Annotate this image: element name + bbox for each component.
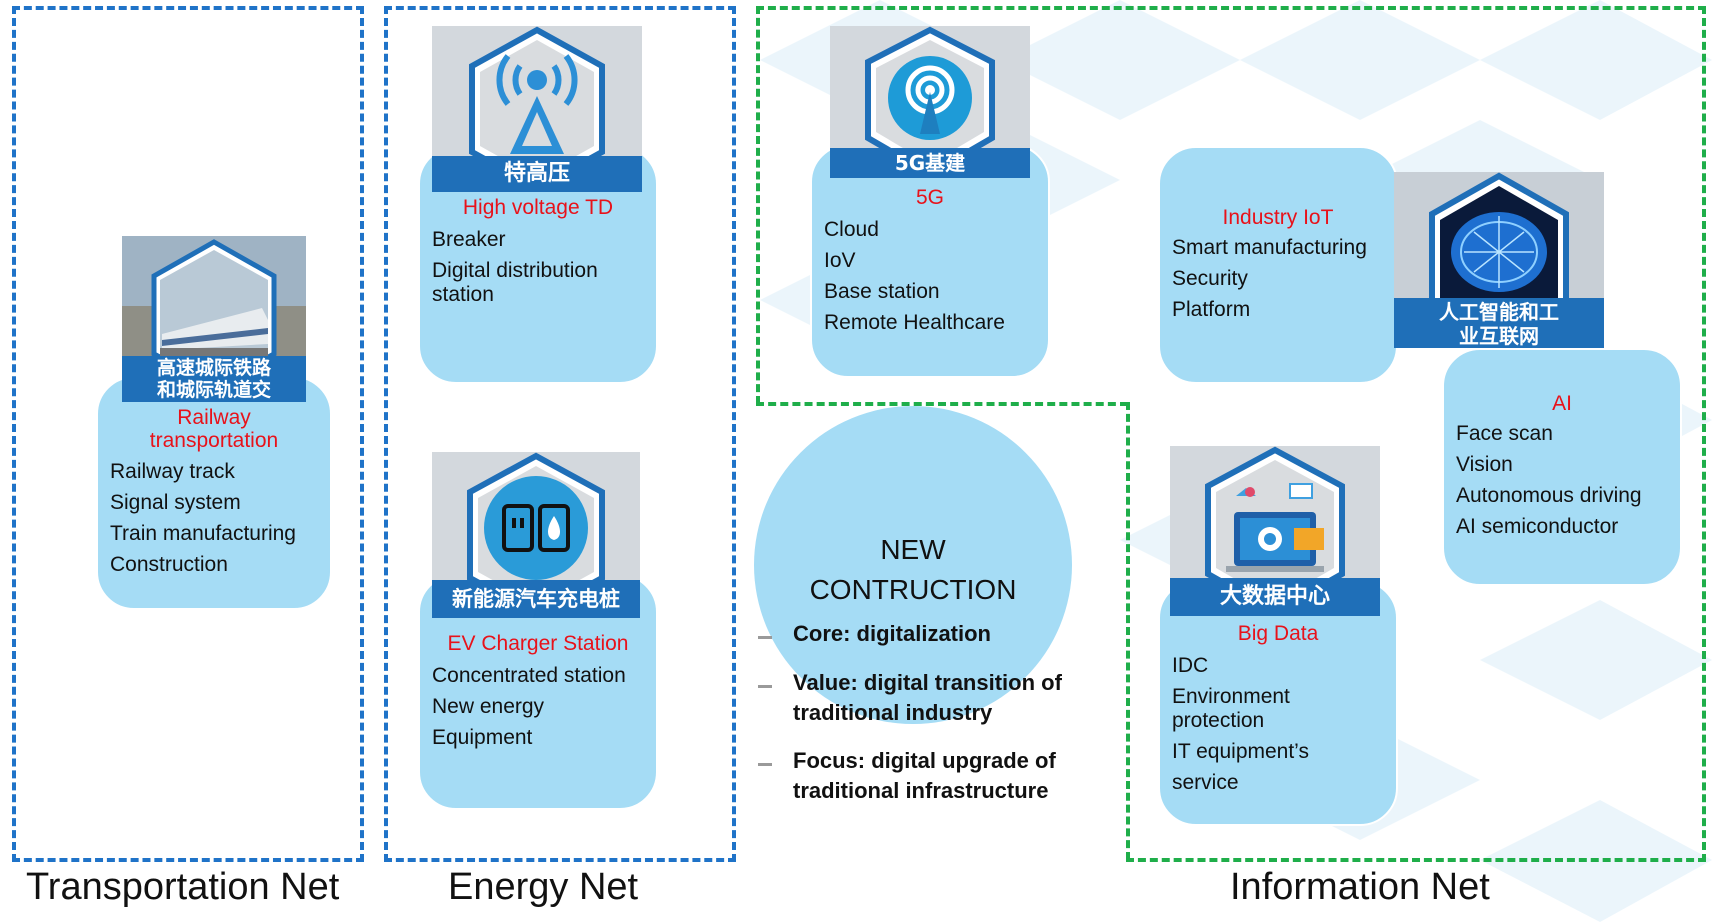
ai-items: Face scan Vision Autonomous driving AI s… [1456, 422, 1642, 546]
railway-items: Railway track Signal system Train manufa… [110, 460, 296, 584]
energy-net-label: Energy Net [448, 866, 639, 908]
ev-charger-tile-label: 新能源汽车充电桩 [432, 580, 640, 618]
list-item: Equipment [432, 726, 533, 749]
list-item: Base station [824, 280, 940, 303]
list-item: Security [1172, 267, 1248, 290]
list-item: IoV [824, 249, 856, 272]
list-item: Concentrated station [432, 664, 626, 687]
information-net-label: Information Net [1230, 866, 1490, 908]
list-item: Smart manufacturing [1172, 236, 1367, 259]
ai-tile-label: 人工智能和工业互联网 [1394, 298, 1604, 348]
list-item: service [1172, 771, 1239, 794]
ai-tile: 人工智能和工业互联网 [1394, 172, 1604, 348]
list-item: Vision [1456, 453, 1513, 476]
railway-title: Railway transportation [149, 406, 279, 452]
industry-iot-title: Industry IoT [1222, 206, 1334, 229]
bullet-arrow-icon [758, 636, 772, 639]
transportation-net-region [12, 6, 364, 862]
list-item: Digital distribution station [432, 259, 598, 306]
high-voltage-tile: 特高压 [432, 26, 642, 192]
list-item: Construction [110, 553, 228, 576]
list-item: Train manufacturing [110, 522, 296, 545]
high-voltage-title: High voltage TD [462, 196, 614, 219]
list-item: New energy [432, 695, 545, 718]
information-net-border-right [1702, 6, 1706, 862]
5g-tile: 5G基建 [830, 26, 1030, 178]
railway-tile: 高速城际铁路和城际轨道交通 [122, 236, 306, 402]
list-item: Railway track [110, 460, 235, 483]
transportation-net-bottom-line [12, 858, 364, 862]
list-item: IDC [1172, 654, 1209, 677]
information-net-border-bottom [1126, 858, 1706, 862]
big-data-title: Big Data [1237, 622, 1319, 645]
new-construction-title-line1: NEW [880, 534, 946, 565]
high-voltage-tile-label: 特高压 [432, 156, 642, 192]
bullet-arrow-icon [758, 685, 772, 688]
bullet-arrow-icon [758, 763, 772, 766]
5g-tile-label: 5G基建 [830, 148, 1030, 178]
energy-net-region [384, 6, 736, 862]
list-item: Breaker [432, 228, 506, 251]
big-data-tile-label: 大数据中心 [1170, 578, 1380, 616]
5g-title: 5G [915, 186, 944, 209]
center-point-core: Core: digitalization [793, 621, 991, 646]
transportation-net-label: Transportation Net [26, 866, 340, 908]
center-point-value: Value: digital transition of traditional… [793, 670, 1062, 725]
list-item: Environment protection [1172, 685, 1290, 732]
list-item: Cloud [824, 218, 879, 241]
information-net-border-left-lower [1126, 402, 1130, 860]
list-item: Signal system [110, 491, 241, 514]
new-construction-circle [754, 406, 1072, 724]
industry-iot-card: Industry IoT Smart manufacturing Securit… [1158, 146, 1398, 384]
ai-title: AI [1552, 392, 1572, 415]
ai-card: AI Face scan Vision Autonomous driving A… [1442, 348, 1682, 586]
information-net-border-left-upper [756, 6, 760, 404]
ev-charger-items: Concentrated station New energy Equipmen… [432, 664, 626, 757]
new-construction-title: NEW CONTRUCTION [754, 530, 1072, 610]
list-item: Platform [1172, 298, 1251, 321]
list-item: Face scan [1456, 422, 1553, 445]
railway-card: Railway transportation Railway track Sig… [96, 376, 332, 610]
new-construction-title-line2: CONTRUCTION [809, 574, 1017, 605]
ev-charger-title: EV Charger Station [447, 632, 629, 655]
list-item: Remote Healthcare [824, 311, 1005, 334]
big-data-items: IDC Environment protection IT equipment’… [1172, 654, 1372, 802]
big-data-tile: 大数据中心 [1170, 446, 1380, 616]
list-item: IT equipment’s [1172, 740, 1309, 763]
high-voltage-items: Breaker Digital distribution station [432, 228, 632, 314]
information-net-border-mid [756, 402, 1128, 406]
information-net-border-top [756, 6, 1706, 10]
industry-iot-items: Smart manufacturing Security Platform [1172, 236, 1367, 329]
railway-tile-label: 高速城际铁路和城际轨道交通 [122, 356, 306, 402]
list-item: Autonomous driving [1456, 484, 1642, 507]
big-data-card: Big Data IDC Environment protection IT e… [1158, 580, 1398, 826]
5g-items: Cloud IoV Base station Remote Healthcare [824, 218, 1005, 342]
5g-card: 5G Cloud IoV Base station Remote Healthc… [810, 144, 1050, 378]
list-item: AI semiconductor [1456, 515, 1619, 538]
ev-charger-tile: 新能源汽车充电桩 [432, 452, 640, 618]
center-point-focus: Focus: digital upgrade of traditional in… [793, 748, 1056, 803]
